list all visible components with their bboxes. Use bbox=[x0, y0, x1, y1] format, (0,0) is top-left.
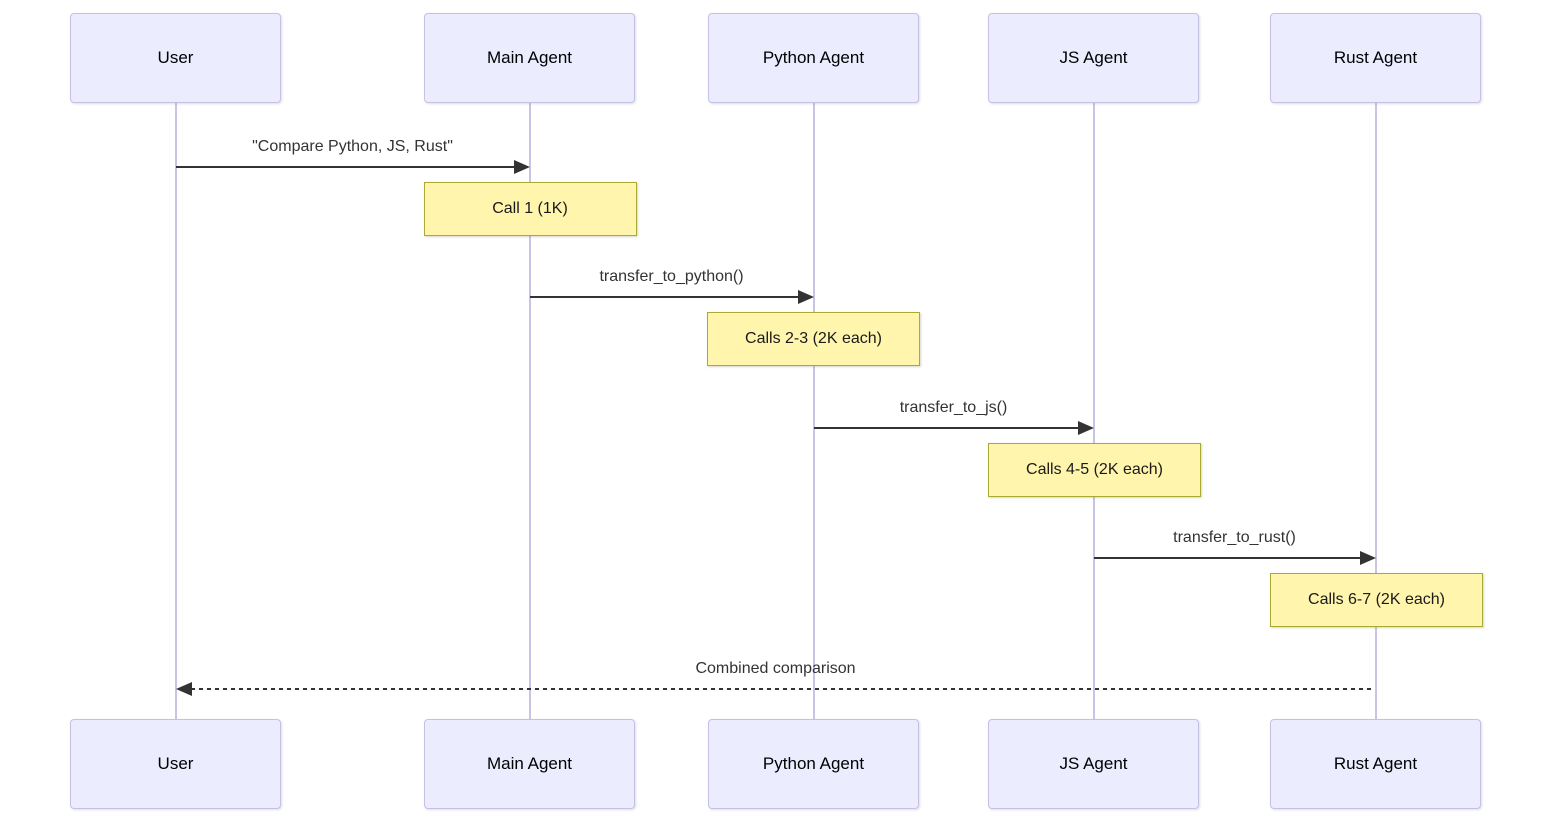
note-calls-2-3: Calls 2-3 (2K each) bbox=[707, 312, 920, 366]
arrowhead-right-icon bbox=[1077, 421, 1094, 435]
actor-label: Rust Agent bbox=[1333, 754, 1418, 773]
note-label: Call 1 (1K) bbox=[492, 200, 568, 217]
message-label-transfer-to-js: transfer_to_js() bbox=[899, 399, 1008, 416]
message-label-combined-comparison: Combined comparison bbox=[695, 660, 856, 677]
lifeline-rust-agent bbox=[1374, 103, 1377, 719]
message-line-transfer-to-rust bbox=[1093, 557, 1370, 559]
arrowhead-right-icon bbox=[797, 290, 814, 304]
actor-label: Python Agent bbox=[762, 48, 865, 67]
actor-top-js-agent: JS Agent bbox=[988, 13, 1199, 103]
message-line-transfer-to-js bbox=[813, 427, 1088, 429]
note-label: Calls 2-3 (2K each) bbox=[745, 330, 882, 347]
note-calls-4-5: Calls 4-5 (2K each) bbox=[988, 443, 1201, 497]
note-calls-6-7: Calls 6-7 (2K each) bbox=[1270, 573, 1483, 627]
actor-label: JS Agent bbox=[1059, 754, 1128, 773]
actor-label: Main Agent bbox=[486, 48, 573, 67]
lifeline-user bbox=[174, 103, 177, 719]
actor-top-main-agent: Main Agent bbox=[424, 13, 635, 103]
actor-top-user: User bbox=[70, 13, 281, 103]
actor-bottom-js-agent: JS Agent bbox=[988, 719, 1199, 809]
message-label-compare: "Compare Python, JS, Rust" bbox=[252, 138, 453, 155]
note-label: Calls 4-5 (2K each) bbox=[1026, 461, 1163, 478]
actor-label: JS Agent bbox=[1059, 48, 1128, 67]
actor-top-python-agent: Python Agent bbox=[708, 13, 919, 103]
actor-top-rust-agent: Rust Agent bbox=[1270, 13, 1481, 103]
message-label-transfer-to-rust: transfer_to_rust() bbox=[1173, 529, 1296, 546]
actor-bottom-rust-agent: Rust Agent bbox=[1270, 719, 1481, 809]
message-line-transfer-to-python bbox=[529, 296, 808, 298]
note-label: Calls 6-7 (2K each) bbox=[1308, 591, 1445, 608]
message-label-transfer-to-python: transfer_to_python() bbox=[599, 268, 744, 285]
actor-label: Rust Agent bbox=[1333, 48, 1418, 67]
message-line-combined-comparison bbox=[191, 688, 1375, 690]
lifeline-js-agent bbox=[1092, 103, 1095, 719]
actor-label: User bbox=[157, 48, 194, 67]
lifeline-python-agent bbox=[812, 103, 815, 719]
arrowhead-right-icon bbox=[513, 160, 530, 174]
arrowhead-right-icon bbox=[1359, 551, 1376, 565]
actor-bottom-main-agent: Main Agent bbox=[424, 719, 635, 809]
actor-bottom-user: User bbox=[70, 719, 281, 809]
actor-bottom-python-agent: Python Agent bbox=[708, 719, 919, 809]
actor-label: User bbox=[157, 754, 194, 773]
note-call-1: Call 1 (1K) bbox=[423, 182, 637, 236]
message-line-compare bbox=[175, 166, 524, 168]
lifeline-main-agent bbox=[528, 103, 531, 719]
arrowhead-left-icon bbox=[175, 682, 192, 696]
actor-label: Python Agent bbox=[762, 754, 865, 773]
actor-label: Main Agent bbox=[486, 754, 573, 773]
